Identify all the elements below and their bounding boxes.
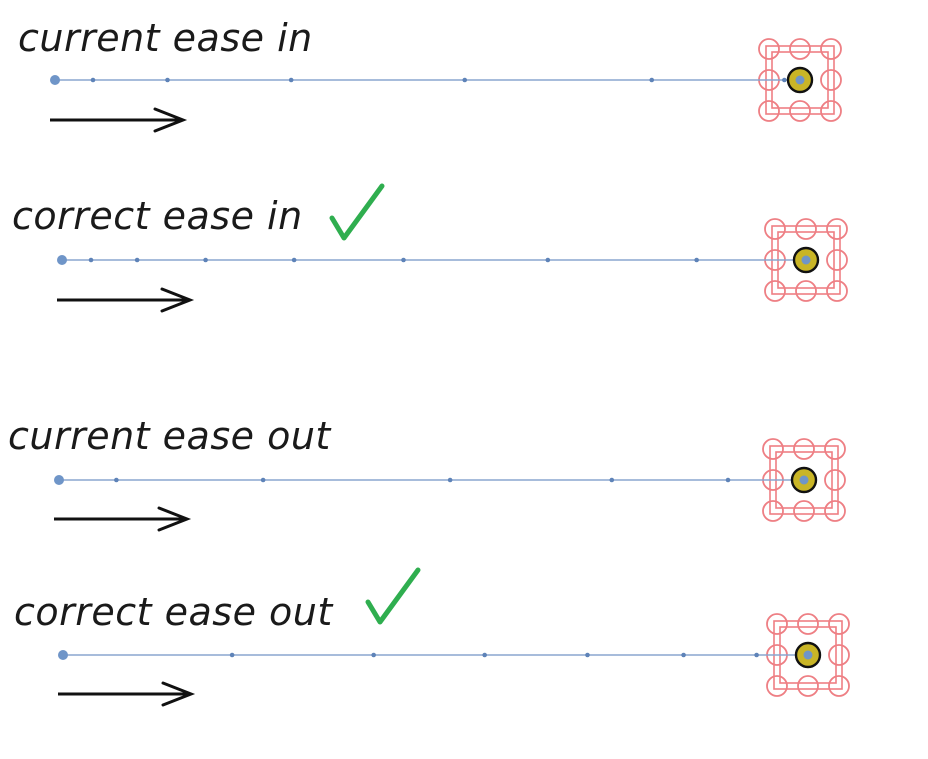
frame-tick (90, 77, 96, 83)
frame-tick (609, 477, 615, 483)
frame-tick (165, 77, 170, 83)
frame-tick (229, 652, 235, 658)
row-1 (50, 38, 842, 133)
end-handle-center (801, 255, 811, 265)
frame-tick (725, 477, 731, 483)
grid-circle (797, 613, 819, 635)
grid-circle (797, 675, 819, 697)
grid-circle (820, 69, 842, 91)
direction-arrow (50, 107, 188, 133)
caption-current-ease-in: current ease in (18, 16, 313, 60)
frame-tick (447, 477, 453, 483)
grid-circle (828, 644, 850, 666)
frame-tick (134, 257, 140, 263)
grid-circle (826, 249, 848, 271)
grid-circle (824, 500, 846, 522)
grid-circle (826, 218, 848, 240)
grid-circle (789, 100, 811, 122)
frame-tick (585, 652, 590, 658)
frame-tick (371, 652, 376, 658)
grid-circle (824, 469, 846, 491)
grid-circle (793, 500, 815, 522)
frame-tick (401, 257, 406, 263)
frame-tick (754, 652, 759, 658)
frame-tick (782, 77, 787, 83)
row-3 (54, 438, 846, 532)
caption-correct-ease-out: correct ease out (14, 590, 333, 634)
grid-circle (826, 280, 848, 302)
grid-circle (820, 38, 842, 60)
direction-arrow (54, 506, 192, 532)
frame-tick (681, 652, 686, 658)
arrow-head (160, 287, 195, 313)
arrow-head (161, 681, 196, 707)
frame-tick (482, 652, 487, 658)
grid-circle (766, 613, 788, 635)
direction-arrow (58, 681, 196, 707)
arrow-head (157, 506, 192, 532)
grid-circle (764, 280, 786, 302)
frame-tick (291, 257, 297, 263)
frame-tick (545, 257, 551, 263)
grid-circle (824, 438, 846, 460)
grid-circle (758, 100, 780, 122)
grid-circle (793, 438, 815, 460)
frame-tick (260, 477, 266, 483)
start-point (57, 255, 67, 265)
frame-tick (114, 477, 119, 483)
grid-circle (766, 675, 788, 697)
direction-arrow (57, 287, 195, 313)
start-point (50, 75, 60, 85)
end-handle-center (799, 475, 809, 485)
grid-circle (795, 218, 817, 240)
frame-tick (694, 257, 699, 263)
frame-tick (203, 257, 208, 263)
grid-circle (828, 675, 850, 697)
start-point (58, 650, 68, 660)
grid-circle (820, 100, 842, 122)
frame-tick (88, 257, 94, 263)
end-handle-center (803, 650, 813, 660)
grid-circle (758, 38, 780, 60)
frame-tick (288, 77, 294, 83)
grid-circle (762, 500, 784, 522)
grid-circle (828, 613, 850, 635)
caption-current-ease-out: current ease out (8, 414, 331, 458)
target-grid (764, 218, 848, 302)
grid-circle (764, 218, 786, 240)
frame-tick (649, 77, 655, 83)
frame-tick (462, 77, 468, 83)
check-icon (329, 183, 385, 241)
end-handle-center (795, 75, 805, 85)
row-4 (58, 567, 850, 707)
grid-circle (762, 438, 784, 460)
start-point (54, 475, 64, 485)
check-icon (365, 567, 421, 625)
caption-correct-ease-in: correct ease in (12, 194, 303, 238)
arrow-head (153, 107, 188, 133)
grid-circle (789, 38, 811, 60)
grid-circle (795, 280, 817, 302)
row-2 (57, 183, 848, 313)
